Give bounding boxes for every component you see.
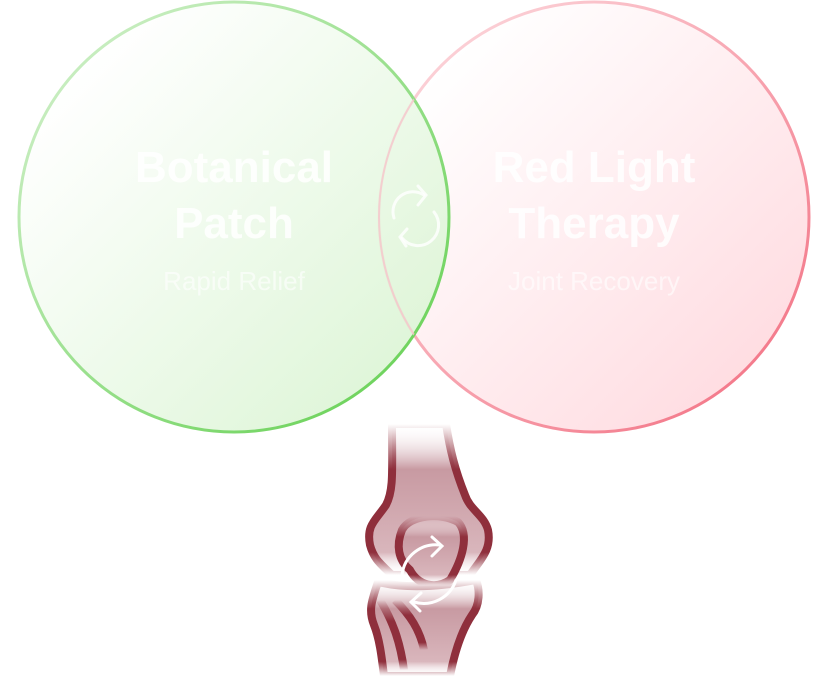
left-subtitle: Rapid Relief bbox=[163, 266, 305, 296]
left-title-line2: Patch bbox=[174, 199, 294, 248]
left-circle bbox=[17, 0, 451, 434]
right-subtitle: Joint Recovery bbox=[508, 266, 680, 296]
left-circle-label: Botanical Patch Rapid Relief bbox=[54, 140, 414, 297]
knee-sync-arrows-icon bbox=[400, 535, 458, 613]
right-title-line1: Red Light bbox=[492, 143, 696, 192]
sync-arrows-icon bbox=[391, 184, 441, 248]
left-title-line1: Botanical bbox=[134, 143, 334, 192]
right-circle-label: Red Light Therapy Joint Recovery bbox=[414, 140, 774, 297]
right-title-line2: Therapy bbox=[508, 199, 680, 248]
knee-joint-icon bbox=[365, 420, 493, 676]
